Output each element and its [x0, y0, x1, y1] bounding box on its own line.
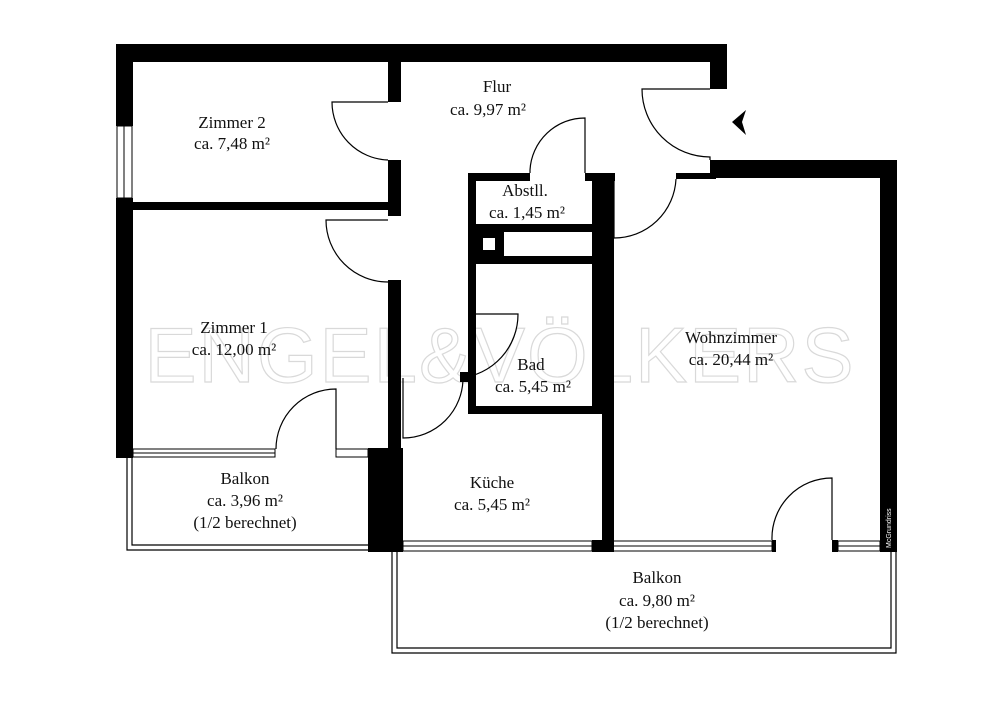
room-name-balkon-right: Balkon	[632, 568, 682, 587]
room-area-abstellraum: ca. 1,45 m²	[489, 203, 565, 222]
door-entrance	[641, 88, 711, 160]
wall-kueche-left	[388, 448, 403, 552]
room-area-zimmer2: ca. 7,48 m²	[194, 134, 270, 153]
wall-wohnzimmer-top	[710, 160, 897, 178]
wall-wohnzimmer-door-head	[676, 173, 716, 179]
room-name-flur: Flur	[483, 77, 512, 96]
room-area-balkon-left: ca. 3,96 m²	[207, 491, 283, 510]
entrance-arrow-icon	[732, 110, 746, 135]
door-bad	[459, 313, 519, 379]
wall-kueche-wohnzimmer	[602, 173, 614, 552]
wall-storage-right	[592, 173, 602, 413]
room-name-zimmer1: Zimmer 1	[200, 318, 268, 337]
balcony-left-inner-outline	[131, 458, 370, 546]
balcony-left-outline	[126, 458, 370, 551]
wall-storage-bottom	[468, 224, 600, 232]
room-note-balkon-left: (1/2 berechnet)	[193, 513, 296, 532]
room-area-wohnzimmer: ca. 20,44 m²	[689, 350, 773, 369]
balcony-right-outline	[391, 552, 897, 654]
room-name-kueche: Küche	[470, 473, 514, 492]
room-area-bad: ca. 5,45 m²	[495, 377, 571, 396]
shaft-opening	[483, 238, 495, 250]
wall-top	[116, 44, 727, 62]
window-zimmer1-right	[335, 448, 369, 458]
wall-storage-left	[468, 173, 476, 413]
credit-text: McGrundriss	[886, 508, 893, 548]
balcony-right-inner-outline	[396, 552, 892, 649]
room-area-flur: ca. 9,97 m²	[450, 100, 526, 119]
wall-bad-bottom	[468, 406, 602, 414]
room-name-abstellraum: Abstll.	[502, 181, 548, 200]
windows	[116, 125, 881, 552]
wall-left-lower	[116, 198, 133, 458]
wall-z1-flur	[388, 280, 401, 450]
wall-bad-top	[476, 256, 600, 264]
room-area-zimmer1: ca. 12,00 m²	[192, 340, 276, 359]
wall-bottom-right-post	[832, 540, 838, 552]
balcony-outlines	[126, 458, 897, 654]
wall-storage-top-left	[468, 173, 530, 181]
doors	[275, 88, 833, 541]
room-name-balkon-left: Balkon	[220, 469, 270, 488]
wall-z2-z1	[133, 202, 401, 210]
door-kueche	[402, 377, 464, 439]
room-area-kueche: ca. 5,45 m²	[454, 495, 530, 514]
wall-z2-flur-upper	[388, 62, 401, 102]
room-area-balkon-right: ca. 9,80 m²	[619, 591, 695, 610]
exterior-walls	[116, 44, 897, 552]
interior-walls	[133, 62, 716, 552]
watermark-text: ENGEL&VÖLKERS	[145, 311, 856, 399]
wall-entrance-stub	[710, 44, 727, 89]
room-name-bad: Bad	[517, 355, 545, 374]
room-name-zimmer2: Zimmer 2	[198, 113, 266, 132]
room-name-wohnzimmer: Wohnzimmer	[685, 328, 777, 347]
door-zimmer1	[325, 219, 389, 283]
wall-bottom-door-post	[772, 540, 776, 552]
room-labels: Flur ca. 9,97 m² Zimmer 2 ca. 7,48 m² Ab…	[192, 77, 778, 632]
door-wohnzimmer	[613, 178, 677, 239]
door-balcony-left	[275, 388, 337, 450]
door-zimmer2	[331, 101, 389, 161]
room-note-balkon-right: (1/2 berechnet)	[605, 613, 708, 632]
door-balcony-right	[771, 477, 833, 541]
door-abstellraum	[529, 117, 586, 173]
wall-right	[880, 160, 897, 552]
wall-left-upper	[116, 44, 133, 126]
